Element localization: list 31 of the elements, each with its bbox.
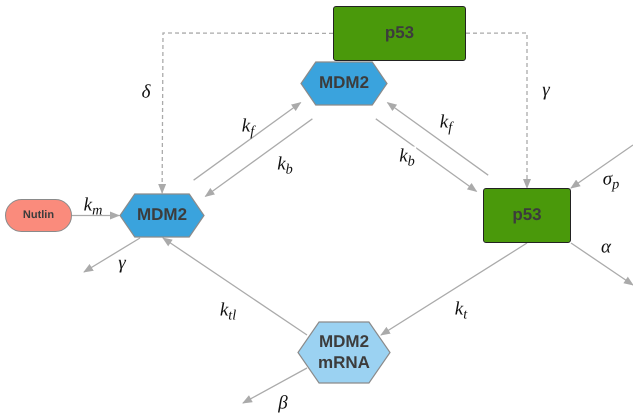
- arrow: [380, 242, 528, 336]
- protein-hexagon: [119, 193, 205, 238]
- node-label: Nutlin: [22, 208, 54, 222]
- dashed-arrow: [466, 32, 531, 189]
- node-label: p53: [384, 23, 414, 44]
- arrow: [193, 102, 302, 181]
- arrow: [162, 237, 308, 336]
- protein-box: [333, 6, 466, 61]
- node-label: MDM2: [318, 73, 370, 94]
- edge-label: k$_{tl}$: [218, 300, 238, 320]
- protein-box: [483, 188, 571, 243]
- arrow: [386, 102, 489, 176]
- edge-label: k$_{t}$: [454, 300, 468, 318]
- arrow: [204, 118, 313, 197]
- node-label: MDM2: [136, 205, 188, 226]
- arrow: [570, 242, 633, 286]
- node-label: MDM2 mRNA: [317, 332, 371, 373]
- drug-pill: [5, 199, 72, 232]
- edge-label: k$_{m}$: [82, 196, 104, 214]
- dashed-arrow: [158, 32, 333, 194]
- edge-label: k$_{b}$: [276, 154, 294, 174]
- arrow: [83, 237, 140, 273]
- edge-label: k$_{b}$: [398, 146, 416, 166]
- node-label: p53: [512, 205, 542, 226]
- arrow: [570, 144, 633, 189]
- edge-label: β: [277, 394, 289, 412]
- protein-hexagon: [297, 321, 391, 384]
- arrow: [242, 367, 308, 404]
- protein-hexagon: [300, 61, 388, 106]
- arrow: [72, 212, 120, 220]
- arrow: [375, 118, 478, 192]
